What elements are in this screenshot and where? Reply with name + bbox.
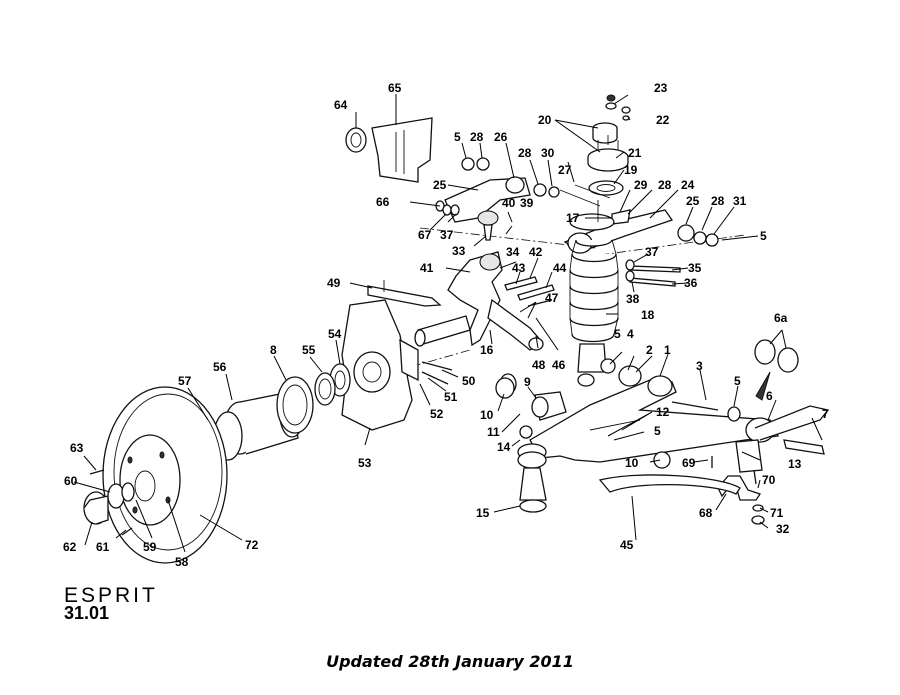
leader-lines [73,94,823,553]
callout-label: 27 [558,163,572,177]
callout-label: 18 [641,308,655,322]
callout-label: 28 [470,130,484,144]
callout-label-repeat: 28 [711,194,725,208]
illustration [83,94,830,564]
callout-label: 34 [506,245,520,259]
callout-label: 50 [462,374,476,388]
callout-label: 69 [682,456,696,470]
callout-label: 11 [487,425,500,439]
callout-label: 21 [628,146,642,160]
callout-label: 42 [529,245,543,259]
callout-label: 45 [620,538,634,552]
page-reference: 31.01 [64,603,110,623]
callout-label: 52 [430,407,444,421]
callout-label: 51 [444,390,458,404]
callout-label: 16 [480,343,494,357]
callout-label: 41 [420,261,434,275]
callout-label: 55 [302,343,316,357]
callout-label: 33 [452,244,466,258]
callout-label: 9 [524,375,531,389]
bracket-50-shape [367,285,442,307]
callout-label: 67 [418,228,432,242]
callout-label: 40 [502,196,516,210]
callout-label: 5 [614,327,621,341]
callout-label: 49 [327,276,341,290]
callout-label: 54 [328,327,342,341]
callout-label-repeat: 28 [518,146,532,160]
model-name: ESPRIT [64,584,158,607]
callout-label: 46 [552,358,566,372]
callout-label: 24 [681,178,695,192]
callout-label: 44 [553,261,567,275]
callout-label: 37 [645,245,659,259]
callout-label: 23 [654,81,668,95]
coil-spring-shape [569,239,619,343]
callout-label: 26 [494,130,508,144]
callout-label: 58 [175,555,189,569]
callout-label: 61 [96,540,110,554]
seal-65-shape [345,127,367,153]
callout-label: 6 [766,389,773,403]
callout-label: 57 [178,374,192,388]
upright-shape [447,251,503,347]
callout-label: 32 [776,522,790,536]
callout-label-repeat: 5 [654,424,661,438]
callout-label: 66 [376,195,390,209]
callout-label: 65 [388,81,402,95]
callout-label: 25 [433,178,447,192]
callout-label: 64 [334,98,348,112]
callout-label: 1 [664,343,671,357]
callout-label: 4 [627,327,634,341]
callout-label: 6a [774,311,788,325]
callout-label: 63 [70,441,84,455]
callout-label-repeat: 10 [625,456,639,470]
callout-label: 30 [541,146,555,160]
callout-label: 31 [733,194,747,208]
callout-label: 39 [520,196,534,210]
callout-label: 68 [699,506,713,520]
callout-label: 38 [626,292,640,306]
callout-label: 13 [788,457,802,471]
callout-label: 72 [245,538,259,552]
bracket-66-shape [371,117,433,183]
callout-label: 36 [684,276,698,290]
callout-label: 20 [538,113,552,127]
callout-label: 14 [497,440,511,454]
callout-label: 43 [512,261,526,275]
callout-label: 2 [646,343,653,357]
callout-label: 12 [656,405,670,419]
callout-label: 22 [656,113,670,127]
update-note: Updated 28th January 2011 [326,652,574,671]
callout-label: 35 [688,261,702,275]
callout-label: 56 [213,360,227,374]
callout-label: 10 [480,408,494,422]
callout-label: 17 [566,211,580,225]
callout-label: 8 [270,343,277,357]
callout-label: 3 [696,359,703,373]
callout-label-repeat: 5 [734,374,741,388]
brake-disc-shape [102,386,228,564]
callout-label-repeat: 5 [454,130,461,144]
callout-label-repeat: 28 [658,178,672,192]
callout-label: 29 [634,178,648,192]
callout-label: 60 [64,474,78,488]
callout-label: 47 [545,291,559,305]
callout-label: 59 [143,540,157,554]
callout-label: 19 [624,163,638,177]
callout-label: 53 [358,456,372,470]
callout-label: 70 [762,473,776,487]
part-callouts: 1 2 3 4 5 6 6a 7 8 9 10 11 12 13 14 15 1… [63,81,829,569]
callout-label-repeat: 25 [686,194,700,208]
callout-label: 7 [822,407,829,421]
repeat-callouts: 5 5 5 5 25 28 28 28 37 10 [440,130,767,470]
callout-label-repeat: 37 [440,228,454,242]
callout-label: 15 [476,506,490,520]
callout-label-repeat: 5 [760,229,767,243]
callout-label: 71 [770,506,784,520]
callout-label: 48 [532,358,546,372]
callout-label: 62 [63,540,77,554]
